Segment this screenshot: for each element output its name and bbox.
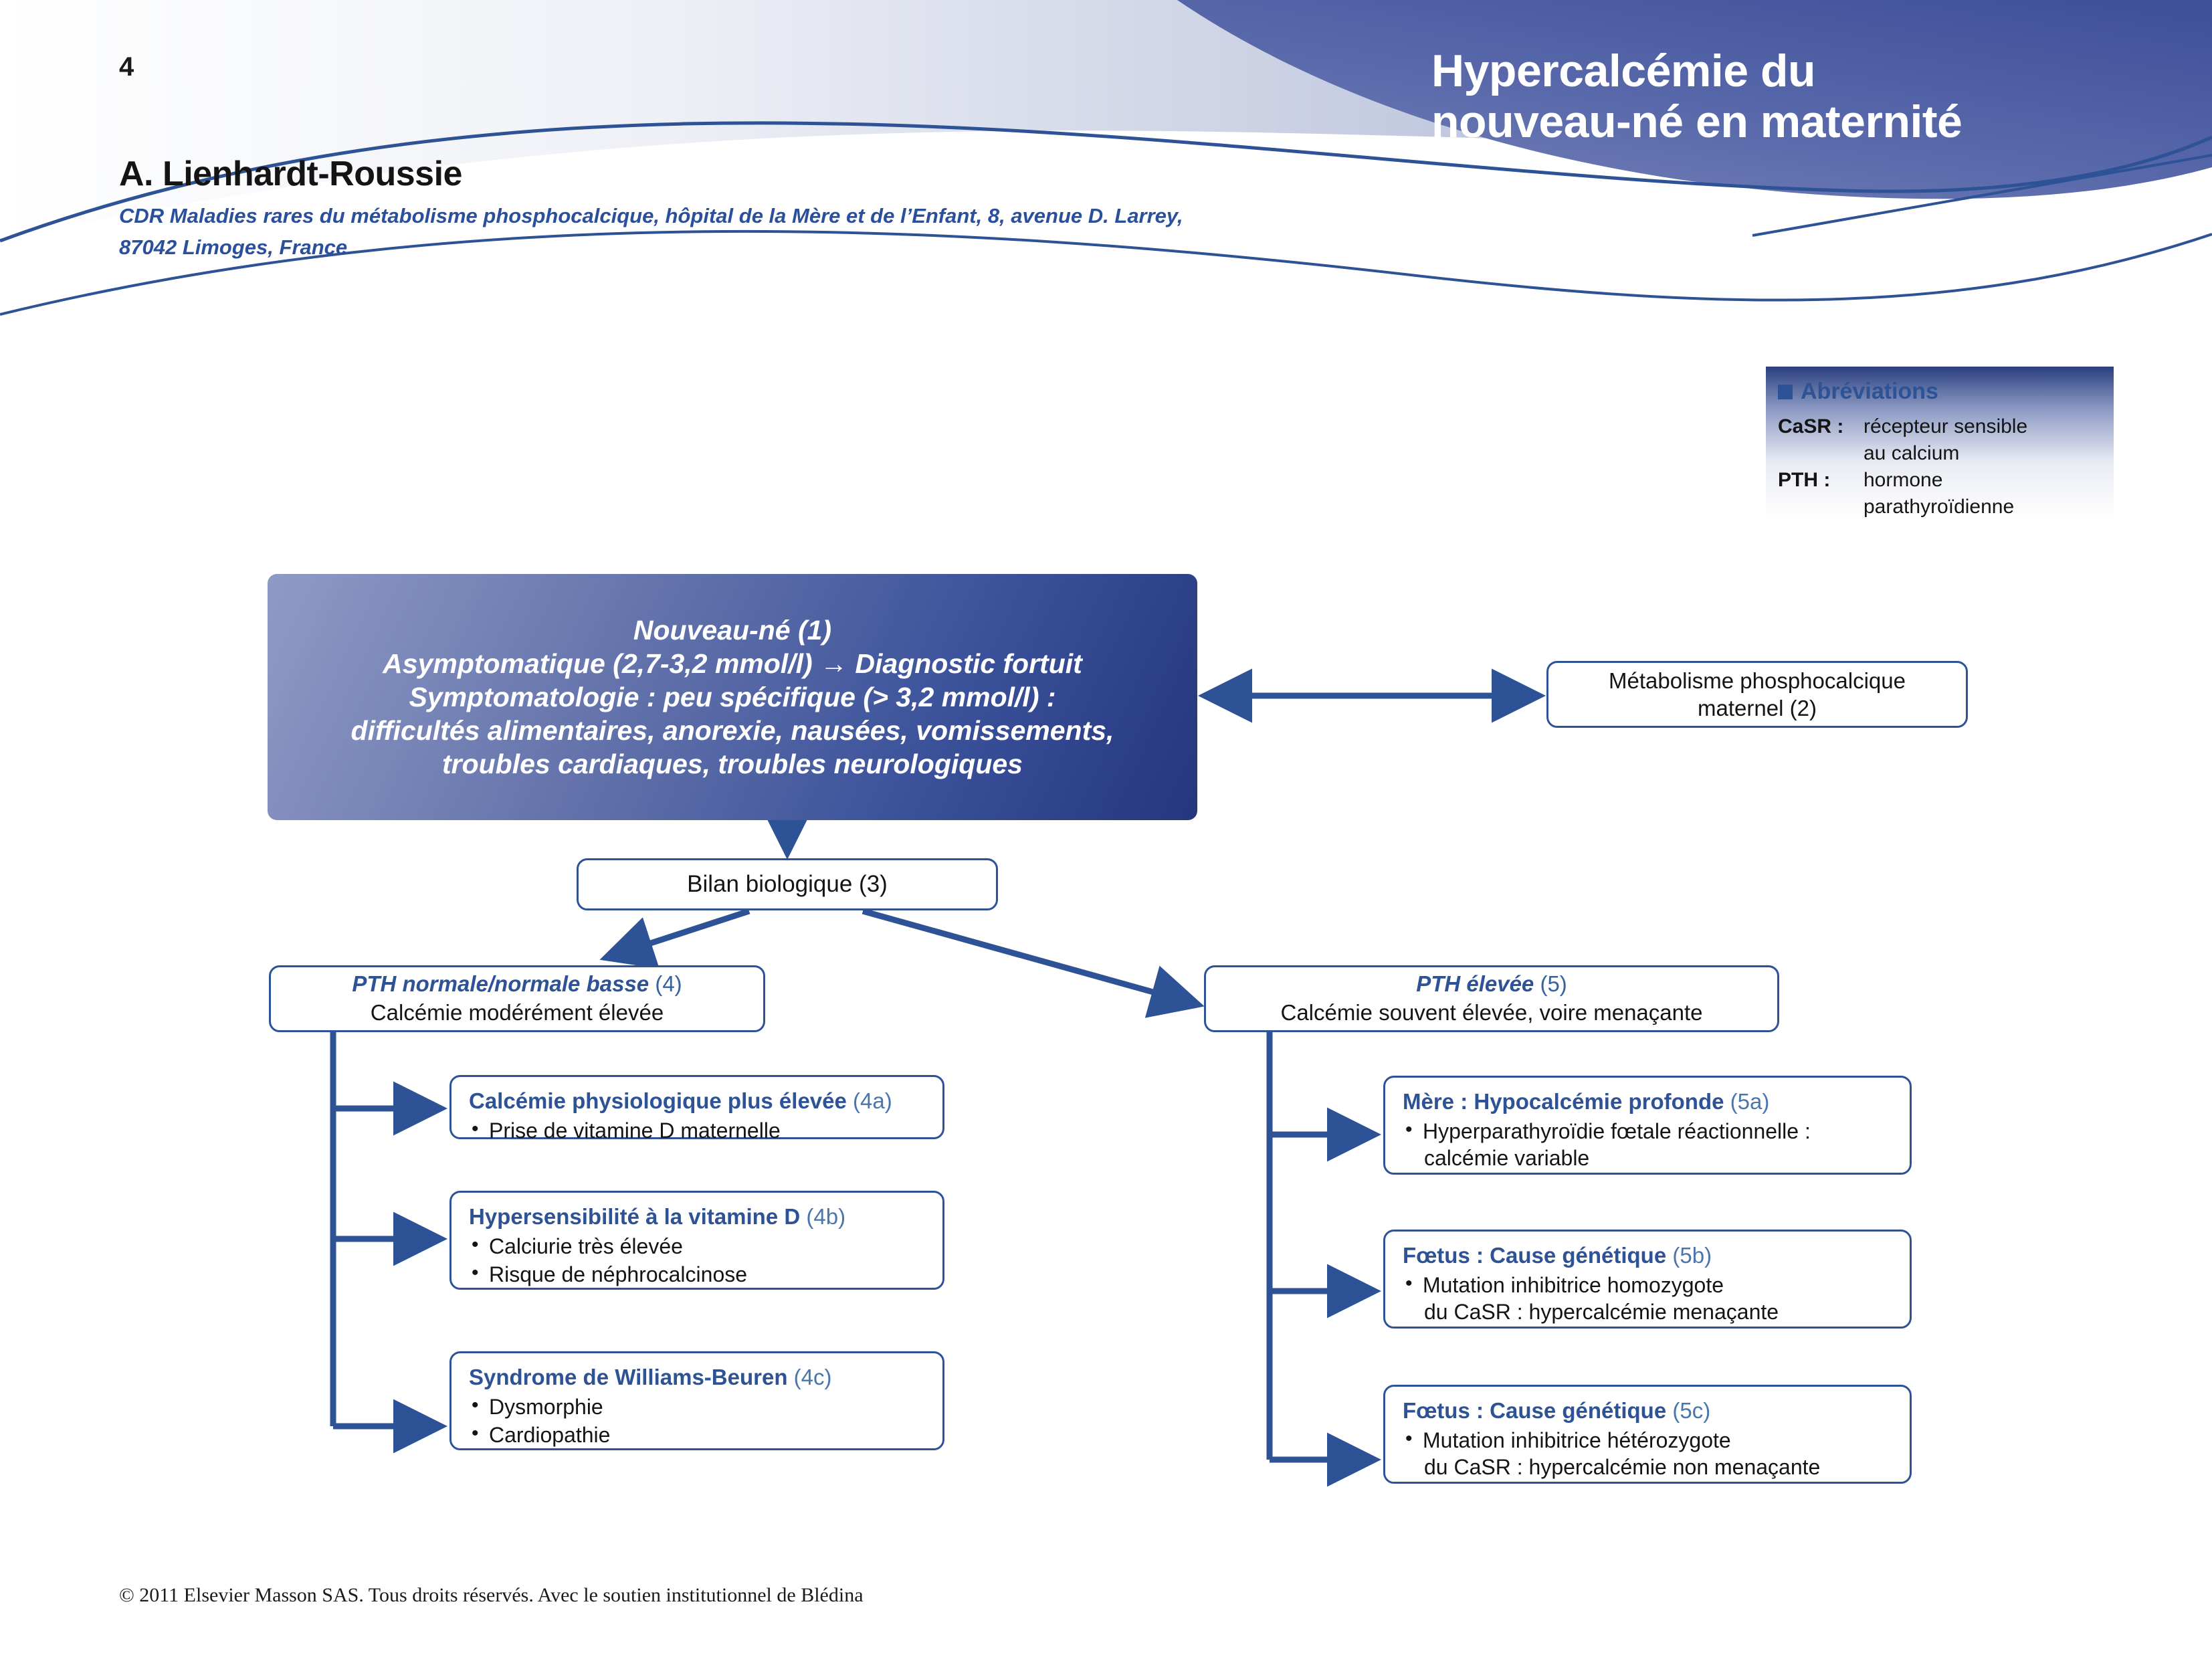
branch-5c-ref: (5c) — [1672, 1398, 1711, 1423]
abbreviation-key-spacer — [1778, 440, 1864, 467]
node-nouveau-ne: Nouveau-né (1) Asymptomatique (2,7-3,2 m… — [268, 574, 1197, 820]
footer-copyright: © 2011 Elsevier Masson SAS. Tous droits … — [119, 1584, 864, 1606]
abbreviation-item-casr-cont: au calcium — [1778, 440, 2027, 467]
node-pth-normale-title: PTH normale/normale basse — [352, 971, 649, 997]
node-main-line-3: Symptomatologie : peu spécifique (> 3,2 … — [409, 681, 1056, 712]
list-item: Risque de néphrocalcinose — [469, 1260, 925, 1288]
abbreviations-heading-label: Abréviations — [1801, 379, 1938, 404]
affiliation-line-1: CDR Maladies rares du métabolisme phosph… — [119, 204, 1183, 227]
list-item: Prise de vitamine D maternelle — [469, 1116, 925, 1144]
node-pth-elevee-ref: (5) — [1540, 971, 1567, 997]
node-pth-elevee: PTH élevée (5) Calcémie souvent élevée, … — [1204, 965, 1779, 1032]
bullet-line-2: du CaSR : hypercalcémie non menaçante — [1424, 1454, 1821, 1479]
branch-5b-ref: (5b) — [1672, 1243, 1712, 1268]
branch-4c-title-text: Syndrome de Williams-Beuren — [469, 1365, 788, 1389]
bullet-line-2: calcémie variable — [1424, 1145, 1590, 1170]
page-number: 4 — [119, 52, 134, 82]
node-pth-elevee-subtitle: Calcémie souvent élevée, voire menaçante — [1280, 1000, 1703, 1025]
branch-5b-bullets: Mutation inhibitrice homozygote du CaSR … — [1403, 1271, 1892, 1326]
abbreviation-item-pth-cont: parathyroïdienne — [1778, 494, 2027, 520]
list-item: Hyperparathyroïdie fœtale réactionnelle … — [1403, 1117, 1892, 1172]
branch-5a-title-text: Mère : Hypocalcémie profonde — [1403, 1089, 1724, 1114]
page-title-line-2: nouveau-né en maternité — [1431, 96, 1963, 148]
node-branch-4c: Syndrome de Williams-Beuren (4c) Dysmorp… — [449, 1351, 944, 1450]
bullet-line-2: du CaSR : hypercalcémie menaçante — [1424, 1299, 1779, 1324]
list-item: Mutation inhibitrice hétérozygote du CaS… — [1403, 1426, 1892, 1481]
abbreviation-key: CaSR : — [1778, 415, 1844, 437]
node-maternal-line-2: maternel (2) — [1698, 696, 1817, 720]
branch-4b-title-text: Hypersensibilité à la vitamine D — [469, 1204, 801, 1229]
node-bilan-label: Bilan biologique (3) — [687, 871, 888, 897]
node-branch-5b: Fœtus : Cause génétique (5b) Mutation in… — [1383, 1230, 1912, 1329]
node-branch-4b-title: Hypersensibilité à la vitamine D (4b) — [469, 1203, 925, 1230]
author-affiliation: CDR Maladies rares du métabolisme phosph… — [119, 201, 1296, 263]
author-name: A. Lienhardt-Roussie — [119, 155, 462, 193]
list-item: Mutation inhibitrice homozygote du CaSR … — [1403, 1271, 1892, 1326]
abbreviation-key-spacer — [1778, 494, 1864, 520]
node-pth-normale: PTH normale/normale basse (4) Calcémie m… — [269, 965, 765, 1032]
node-main-line-1: Nouveau-né (1) — [633, 614, 832, 646]
list-item: Dysmorphie — [469, 1393, 925, 1420]
bullet-square-icon — [1778, 384, 1793, 399]
node-main-line-2: Asymptomatique (2,7-3,2 mmol/l) → Diagno… — [383, 648, 1082, 679]
bullet-line-1: Risque de néphrocalcinose — [489, 1262, 748, 1286]
branch-5c-bullets: Mutation inhibitrice hétérozygote du CaS… — [1403, 1426, 1892, 1481]
bullet-line-1: Cardiopathie — [489, 1422, 611, 1447]
abbreviations-list: CaSR : récepteur sensible au calcium PTH… — [1778, 413, 2027, 520]
branch-4a-title-text: Calcémie physiologique plus élevée — [469, 1088, 847, 1113]
abbreviation-value: récepteur sensible — [1864, 415, 2028, 437]
page-title-line-1: Hypercalcémie du — [1431, 45, 1816, 96]
node-metabolisme-maternel: Métabolisme phosphocalcique maternel (2) — [1546, 661, 1968, 728]
node-branch-5b-title: Fœtus : Cause génétique (5b) — [1403, 1242, 1892, 1269]
abbreviation-value: hormone — [1864, 468, 1943, 491]
branch-4a-ref: (4a) — [853, 1088, 892, 1113]
node-bilan-biologique: Bilan biologique (3) — [577, 858, 998, 910]
node-main-line-5: troubles cardiaques, troubles neurologiq… — [441, 749, 1023, 780]
abbreviation-value-cont: parathyroïdienne — [1864, 495, 2015, 518]
branch-5b-title-text: Fœtus : Cause génétique — [1403, 1243, 1667, 1268]
abbreviations-heading: Abréviations — [1778, 379, 1938, 405]
branch-4b-ref: (4b) — [806, 1204, 846, 1229]
abbreviation-item-pth: PTH : hormone — [1778, 467, 2027, 494]
node-branch-5a-title: Mère : Hypocalcémie profonde (5a) — [1403, 1088, 1892, 1115]
branch-4a-bullets: Prise de vitamine D maternelle — [469, 1116, 925, 1144]
abbreviations-panel: Abréviations CaSR : récepteur sensible a… — [1766, 367, 2114, 520]
branch-4c-bullets: Dysmorphie Cardiopathie — [469, 1393, 925, 1449]
connector-bilan-to-pth-elevee — [862, 908, 1205, 1018]
affiliation-line-2: 87042 Limoges, France — [119, 235, 348, 259]
abbreviation-value-cont: au calcium — [1864, 442, 1960, 464]
bullet-line-1: Hyperparathyroïdie fœtale réactionnelle … — [1423, 1118, 1811, 1143]
node-pth-elevee-title: PTH élevée — [1416, 971, 1534, 997]
bullet-line-1: Dysmorphie — [489, 1394, 603, 1419]
abbreviation-item-casr: CaSR : récepteur sensible — [1778, 413, 2027, 440]
page-title: Hypercalcémie du nouveau-né en maternité — [1431, 45, 2100, 147]
bullet-line-1: Prise de vitamine D maternelle — [489, 1118, 781, 1143]
node-pth-normale-subtitle: Calcémie modérément élevée — [370, 1000, 664, 1025]
branch-5c-title-text: Fœtus : Cause génétique — [1403, 1398, 1667, 1423]
abbreviation-key: PTH : — [1778, 468, 1831, 491]
node-branch-4b: Hypersensibilité à la vitamine D (4b) Ca… — [449, 1191, 944, 1290]
node-branch-4c-title: Syndrome de Williams-Beuren (4c) — [469, 1364, 925, 1391]
node-branch-5c: Fœtus : Cause génétique (5c) Mutation in… — [1383, 1385, 1912, 1484]
node-branch-4a: Calcémie physiologique plus élevée (4a) … — [449, 1075, 944, 1143]
node-branch-5c-title: Fœtus : Cause génétique (5c) — [1403, 1397, 1892, 1424]
connector-bilan-to-pth-normale — [599, 908, 750, 969]
node-branch-4a-title: Calcémie physiologique plus élevée (4a) — [469, 1088, 925, 1114]
node-pth-normale-ref: (4) — [655, 971, 682, 997]
node-branch-5a: Mère : Hypocalcémie profonde (5a) Hyperp… — [1383, 1076, 1912, 1175]
branch-5a-ref: (5a) — [1730, 1089, 1770, 1114]
list-item: Cardiopathie — [469, 1421, 925, 1448]
bullet-line-1: Calciurie très élevée — [489, 1234, 683, 1258]
branch-5a-bullets: Hyperparathyroïdie fœtale réactionnelle … — [1403, 1117, 1892, 1172]
bullet-line-1: Mutation inhibitrice hétérozygote — [1423, 1428, 1731, 1452]
node-main-line-4: difficultés alimentaires, anorexie, naus… — [350, 715, 1114, 746]
branch-4b-bullets: Calciurie très élevée Risque de néphroca… — [469, 1232, 925, 1288]
branch-4c-ref: (4c) — [793, 1365, 832, 1389]
list-item: Calciurie très élevée — [469, 1232, 925, 1260]
bullet-line-1: Mutation inhibitrice homozygote — [1423, 1272, 1724, 1297]
node-maternal-line-1: Métabolisme phosphocalcique — [1609, 668, 1906, 693]
